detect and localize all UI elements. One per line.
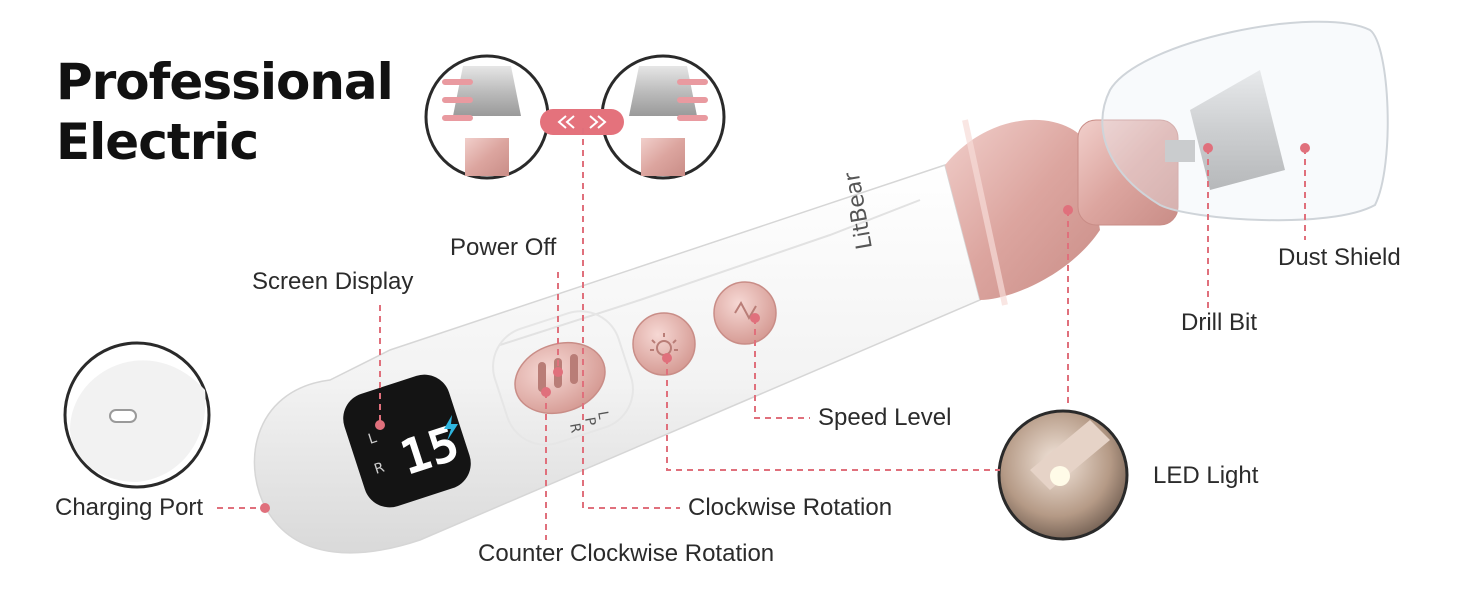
headline-line-2: Electric — [56, 113, 259, 171]
leader-speed — [754, 318, 810, 419]
light-button[interactable] — [632, 312, 696, 376]
rotation-arrow-icon — [442, 79, 473, 121]
speed-button[interactable] — [713, 281, 777, 345]
screen-display: 15 L R — [343, 374, 471, 508]
label-led-light: LED Light — [1153, 462, 1259, 489]
leader-clockwise — [582, 128, 680, 509]
direction-pill — [540, 109, 624, 135]
label-clockwise-rotation: Clockwise Rotation — [688, 494, 893, 521]
clockwise-inset — [600, 54, 726, 180]
rose-gold-collar — [945, 119, 1179, 306]
dust-shield — [1101, 20, 1389, 222]
label-charging-port: Charging Port — [55, 494, 204, 521]
usb-port-icon — [109, 409, 137, 423]
switch-letter-p: P — [581, 416, 598, 427]
label-dust-shield: Dust Shield — [1278, 244, 1401, 271]
leader-lines — [217, 128, 1306, 540]
headline: Professional Electric — [56, 52, 394, 172]
label-speed-level: Speed Level — [818, 404, 952, 431]
label-screen-display: Screen Display — [252, 268, 414, 295]
switch-letter-r: R — [566, 422, 583, 435]
speed-wave-icon — [734, 300, 757, 321]
switch-letter-l: L — [594, 410, 611, 421]
label-power-off: Power Off — [450, 234, 557, 261]
led-light-inset — [997, 409, 1129, 541]
rotation-arrow-icon — [677, 79, 708, 121]
drill-bit — [1165, 70, 1285, 190]
arrow-chevrons-icon — [557, 115, 607, 129]
label-counter-clockwise-rotation: Counter Clockwise Rotation — [478, 540, 775, 567]
lightning-bolt-icon — [444, 415, 458, 441]
headline-line-1: Professional — [56, 53, 394, 111]
label-drill-bit: Drill Bit — [1181, 309, 1257, 336]
counter-clockwise-inset — [424, 54, 550, 180]
leader-dots — [260, 143, 1310, 513]
charging-port-inset — [63, 341, 211, 489]
leader-led — [666, 358, 1000, 471]
